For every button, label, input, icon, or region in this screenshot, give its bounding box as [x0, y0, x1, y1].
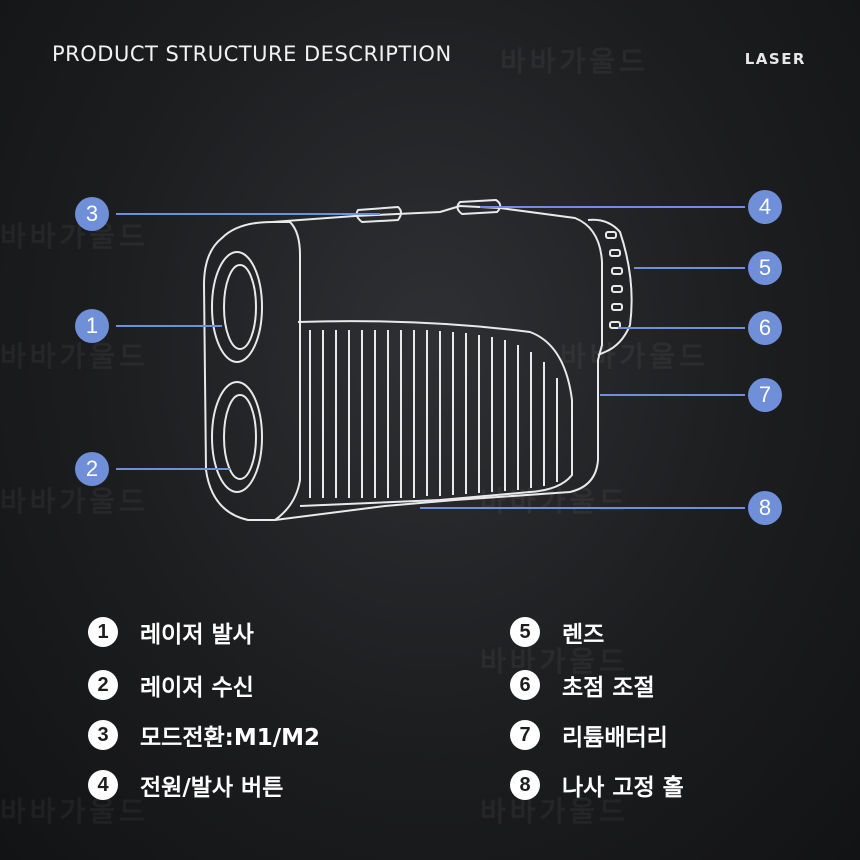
brand-logo: LASER — [744, 50, 806, 68]
callout-7-marker: 7 — [748, 378, 782, 412]
ring-ridge — [611, 285, 623, 293]
legend-item-1: 1 레이저 발사 — [88, 615, 254, 649]
legend-number: 2 — [88, 670, 118, 700]
legend-label: 모드전환:M1/M2 — [140, 725, 321, 751]
power-button-shape — [456, 199, 502, 215]
body-outline — [271, 205, 603, 521]
callout-2-marker: 2 — [75, 452, 109, 486]
callout-6-marker: 6 — [748, 311, 782, 345]
legend-label: 초점 조절 — [562, 675, 655, 701]
legend-item-5: 5 렌즈 — [510, 615, 604, 649]
grip-ridges — [309, 330, 558, 498]
callout-8-marker: 8 — [748, 491, 782, 525]
legend-number: 3 — [88, 720, 118, 750]
eyepiece-ring — [587, 218, 633, 356]
legend-item-4: 4 전원/발사 버튼 — [88, 768, 283, 802]
ring-ridge — [611, 267, 623, 275]
legend-number: 7 — [510, 720, 540, 750]
ring-ridge — [609, 249, 621, 257]
callout-5-marker: 5 — [748, 251, 782, 285]
legend-label: 나사 고정 홀 — [562, 775, 684, 801]
ring-ridge — [611, 303, 623, 311]
watermark-text: 바바가울드 — [480, 795, 629, 828]
legend-number: 4 — [88, 770, 118, 800]
grip-outline — [297, 320, 573, 507]
callout-4-marker: 4 — [748, 190, 782, 224]
legend-number: 8 — [510, 770, 540, 800]
legend-label: 레이저 발사 — [140, 622, 254, 648]
receiver-lens-inner — [223, 394, 257, 480]
legend-label: 레이저 수신 — [140, 675, 254, 701]
legend-label: 전원/발사 버튼 — [140, 775, 284, 801]
emitter-lens-outer — [211, 251, 263, 363]
legend-label: 렌즈 — [562, 622, 605, 648]
legend-number: 5 — [510, 617, 540, 647]
watermark-text: 바바가울드 — [480, 645, 629, 678]
receiver-lens-outer — [211, 381, 263, 493]
legend-number: 6 — [510, 670, 540, 700]
watermark-text: 바바가울드 — [0, 485, 149, 518]
watermark-text: 바바가울드 — [0, 220, 149, 253]
legend-item-6: 6 초점 조절 — [510, 668, 655, 702]
watermark-text: 바바가울드 — [560, 340, 709, 373]
emitter-lens-inner — [223, 264, 257, 350]
callout-1-marker: 1 — [75, 309, 109, 343]
watermark-text: 바바가울드 — [0, 795, 149, 828]
legend-item-3: 3 모드전환:M1/M2 — [88, 718, 320, 752]
legend-number: 1 — [88, 617, 118, 647]
legend-label: 리튬배터리 — [562, 725, 668, 751]
page-title: PRODUCT STRUCTURE DESCRIPTION — [52, 42, 452, 66]
legend-item-2: 2 레이저 수신 — [88, 668, 254, 702]
ring-ridge — [609, 321, 621, 329]
watermark-text: 바바가울드 — [500, 45, 649, 78]
ring-ridge — [605, 231, 617, 239]
legend-item-7: 7 리튬배터리 — [510, 718, 668, 752]
watermark-text: 바바가울드 — [0, 340, 149, 373]
callout-3-marker: 3 — [75, 197, 109, 231]
front-housing-outline — [203, 221, 301, 521]
legend-item-8: 8 나사 고정 홀 — [510, 768, 684, 802]
leader-lines — [116, 206, 745, 509]
